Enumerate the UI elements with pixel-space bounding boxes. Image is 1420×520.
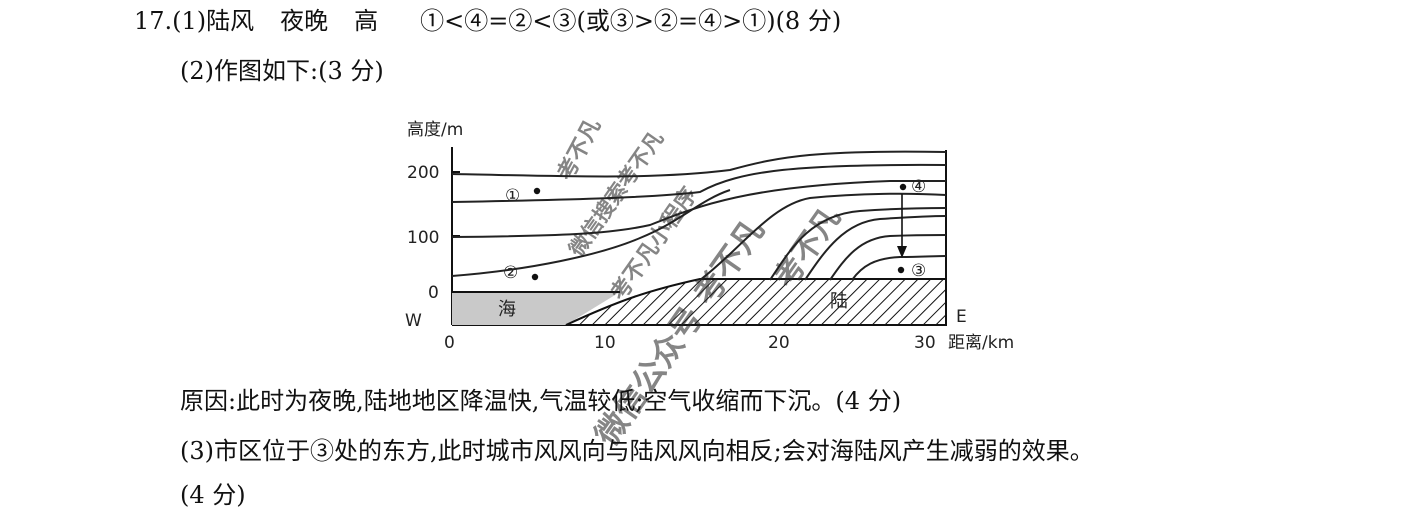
answer-line-2: (2)作图如下:(3 分) (180, 57, 384, 85)
watermark-1: 考不凡 (553, 115, 606, 185)
isobar-4 (451, 189, 731, 277)
isobar-1 (451, 150, 947, 178)
isobar-8 (829, 234, 947, 281)
answer-order: ①<④=②<③(或③>②=④>①) (420, 7, 776, 35)
answer-reason: 原因:此时为夜晚,陆地地区降温快,气温较低;空气收缩而下沉。(4 分) (180, 387, 902, 415)
answer-wind: 陆风 (206, 7, 255, 35)
x-tick-0: 0 (444, 333, 455, 353)
y-tick-100: 100 (407, 228, 439, 248)
watermark-2: 微信搜索考不凡 (564, 127, 669, 262)
point-1-dot (533, 187, 541, 195)
sinking-arrow-head (897, 246, 907, 258)
sea-area (452, 292, 620, 325)
isobar-6 (769, 207, 947, 281)
point-3-dot (897, 266, 905, 274)
east-label: E (956, 307, 967, 327)
isobar-3 (451, 179, 946, 238)
point-4-label: ④ (911, 177, 926, 197)
answer-line-1: 17.(1)陆风夜晚高 ①<④=②<③(或③>②=④>①)(8 分) (134, 6, 841, 36)
answer-line-3: (3)市区位于③处的东方,此时城市风风向与陆风风向相反;会对海陆风产生减弱的效果… (180, 437, 1094, 465)
answer-1-score: (8 分) (775, 7, 842, 35)
isobar-2 (451, 163, 947, 203)
land-label: 陆 (830, 291, 848, 312)
watermark-5: 微信公众号 考不凡 (587, 212, 772, 453)
x-tick-30: 30 (914, 333, 936, 353)
point-2-label: ② (503, 263, 518, 283)
isobar-7 (804, 215, 947, 281)
y-tick-0: 0 (428, 283, 439, 303)
west-label: W (405, 311, 422, 331)
y-axis-title: 高度/m (407, 120, 463, 140)
x-axis-title: 距离/km (948, 333, 1014, 353)
land-area (565, 278, 947, 326)
answer-3-score: (4 分) (180, 481, 246, 509)
watermark-3: 考不凡小程序 (606, 182, 703, 305)
point-2-dot (531, 273, 539, 281)
answer-level: 高 (354, 7, 379, 35)
y-tick-200: 200 (407, 163, 439, 183)
question-number: 17. (134, 7, 173, 35)
isobar-5 (699, 192, 947, 281)
point-1-label: ① (505, 186, 520, 206)
isobar-9 (851, 255, 947, 281)
answer-time: 夜晚 (280, 7, 329, 35)
watermark-4: 考不凡 (768, 201, 848, 295)
sea-label: 海 (498, 299, 516, 320)
part-1-marker: (1) (172, 7, 207, 35)
point-4-dot (899, 183, 907, 191)
x-tick-20: 20 (768, 333, 790, 353)
point-3-label: ③ (911, 261, 926, 281)
x-tick-10: 10 (594, 333, 616, 353)
